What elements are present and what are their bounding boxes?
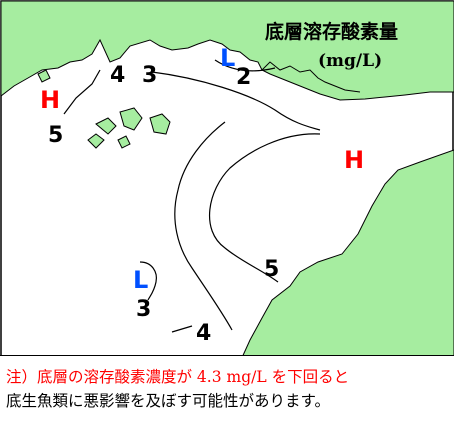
map-title: 底層溶存酸素量 xyxy=(265,20,398,43)
contour-label-3-north: 3 xyxy=(142,63,157,88)
contour-line-4-south xyxy=(171,325,193,333)
island-4 xyxy=(87,133,105,149)
high-mark-east: H xyxy=(344,146,364,174)
contour-label-4-south: 4 xyxy=(196,321,211,346)
low-mark-south: L xyxy=(133,266,148,294)
high-mark-west: H xyxy=(40,86,60,114)
map-unit: (mg/L) xyxy=(318,51,382,71)
contour-line-3-south xyxy=(139,261,157,301)
east-coast-detail xyxy=(261,61,361,93)
contour-line-5-east xyxy=(208,133,321,283)
island-2 xyxy=(149,113,171,135)
low-mark-north: L xyxy=(220,44,235,72)
contour-label-3-south: 3 xyxy=(136,297,151,322)
island-6 xyxy=(37,69,51,83)
contour-line-4-middle xyxy=(174,121,233,331)
contour-line-3-north xyxy=(151,71,321,131)
contour-label-4-north: 4 xyxy=(110,63,125,88)
contour-label-5-west: 5 xyxy=(48,123,63,148)
note-line-1: 注）底層の溶存酸素濃度が 4.3 mg/L を下回ると xyxy=(6,368,350,386)
island-1 xyxy=(119,107,143,131)
note-box: 注）底層の溶存酸素濃度が 4.3 mg/L を下回ると 底生魚類に悪影響を及ぼす… xyxy=(0,355,454,428)
north-coast-land xyxy=(0,0,454,101)
contour-line-2-north xyxy=(214,59,276,72)
note-line-2: 底生魚類に悪影響を及ぼす可能性があります。 xyxy=(6,392,330,410)
island-3 xyxy=(95,117,117,135)
contour-line-4-north xyxy=(63,69,101,115)
island-5 xyxy=(117,135,131,149)
contour-label-5-east: 5 xyxy=(264,257,279,282)
contour-label-2-north: 2 xyxy=(236,65,251,90)
